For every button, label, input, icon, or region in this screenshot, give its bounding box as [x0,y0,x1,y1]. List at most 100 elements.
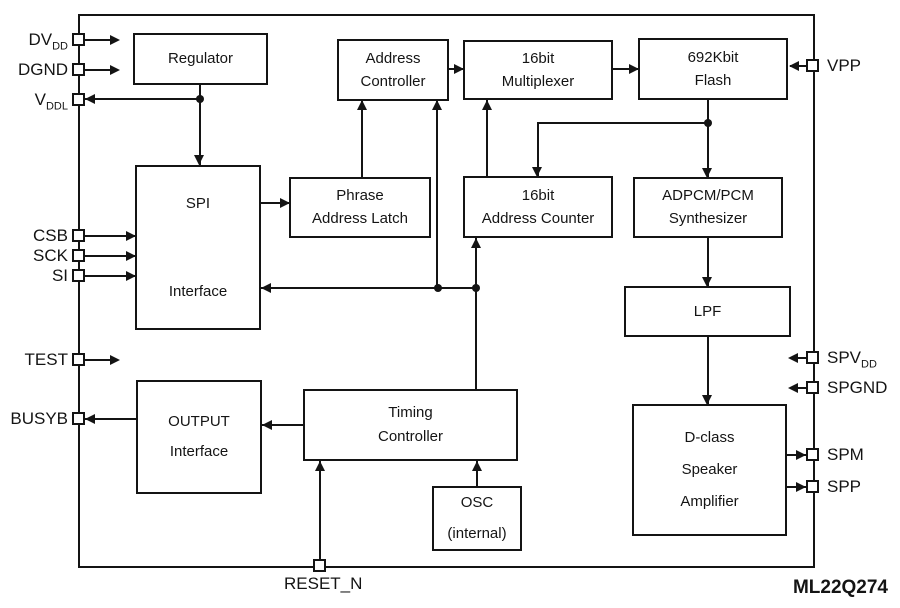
wire-test-stub [85,359,112,361]
wire-sck-to-spi [85,255,135,257]
block-output-interface: OUTPUT Interface [136,380,262,494]
junction-dot-bus-right [472,284,480,292]
block-label-line: Interface [168,282,228,300]
arrowhead-into-address-counter-top [532,167,542,177]
pin-si [72,269,85,282]
block-label-line: OUTPUT [168,413,230,430]
pin-label-spgnd: SPGND [827,378,888,397]
pin-label-test: TEST [24,350,68,369]
wire-bus-to-address-counter [475,238,477,288]
arrowhead-latch-into-address-controller [357,100,367,110]
wire-csb-to-spi [85,235,135,237]
junction-dot-flash [704,119,712,127]
block-label-line: Regulator [167,50,234,67]
arrowhead-into-synthesizer-top [702,168,712,178]
block-label-line: Phrase [336,187,384,204]
arrowhead-csb-into-spi [126,231,136,241]
junction-dot-bus-left [434,284,442,292]
arrowhead-into-flash-left [629,64,639,74]
wire-spi-to-phrase-latch [261,202,289,204]
arrowhead-into-multiplexer-bottom [482,100,492,110]
chip-outline [78,14,815,568]
wire-multiplexer-to-flash [613,68,638,70]
wire-flash-branch-horizontal [538,122,708,124]
block-label-line: 692Kbit [687,48,739,66]
pin-busyb [72,412,85,425]
arrowhead-into-spp-pin [796,482,806,492]
block-label-line: Controller [360,72,426,90]
block-dclass-speaker-amplifier: D-class Speaker Amplifier [632,404,787,536]
block-label-line: Timing [388,404,433,421]
wire-dgnd-stub [85,69,112,71]
wire-lpf-to-dclass [707,337,709,404]
pin-spgnd [806,381,819,394]
arrowhead-into-phrase-latch [280,198,290,208]
block-16bit-address-counter: 16bit Address Counter [463,176,613,238]
block-regulator: Regulator [133,33,268,85]
pin-spp [806,480,819,493]
wire-flash-to-synthesizer [707,100,709,177]
arrowhead-into-multiplexer-left [454,64,464,74]
arrowhead-spgnd-in [788,383,798,393]
block-adpcm-pcm-synthesizer: ADPCM/PCM Synthesizer [633,177,783,238]
arrowhead-osc-into-timing [472,461,482,471]
wire-counter-to-multiplexer [486,100,488,176]
pin-sck [72,249,85,262]
arrowhead-bus-into-spi [261,283,271,293]
arrowhead-si-into-spi [126,271,136,281]
block-692kbit-flash: 692Kbit Flash [638,38,788,100]
pin-label-spm: SPM [827,445,864,464]
pin-dgnd [72,63,85,76]
wire-osc-to-timing [476,461,478,486]
block-label-line: Address [365,49,421,67]
block-label-line: SPI [185,194,211,212]
block-label-line: 16bit [521,186,555,204]
block-label-line: Flash [694,71,732,89]
pin-spm [806,448,819,461]
pin-label-reset-n: RESET_N [284,574,363,593]
pin-label-si: SI [51,266,68,285]
part-number: ML22Q274 [792,577,888,598]
pin-label-vpp: VPP [827,56,862,75]
wire-phrase-latch-to-address-controller [361,100,363,177]
wire-timing-to-output [262,424,303,426]
block-label-line: 16bit [521,49,555,67]
arrowhead-into-address-counter-bottom [471,238,481,248]
arrowhead-into-dclass-top [702,395,712,405]
wire-flash-branch-to-counter [537,122,539,176]
block-label-line: ADPCM/PCM [662,187,754,204]
block-label-line: Amplifier [680,493,739,510]
wire-spgnd-stub [790,387,806,389]
pin-label-busyb: BUSYB [10,409,68,428]
wire-output-to-busyb [85,418,136,420]
arrowhead-into-address-controller-bottom [432,100,442,110]
block-label-line: LPF [693,302,722,320]
block-lpf: LPF [624,286,791,337]
pin-label-dvdd: DVDD [28,30,68,53]
wire-dvdd-stub [85,39,112,41]
wire-synthesizer-to-lpf [707,238,709,286]
arrowhead-resetn-into-timing [315,461,325,471]
block-label-line: Interface [169,443,229,460]
pin-label-sck: SCK [33,246,68,265]
pin-label-vddl: VDDL [34,90,68,113]
pin-label-dgnd: DGND [17,60,68,79]
arrowhead-test-in [110,355,120,365]
block-16bit-multiplexer: 16bit Multiplexer [463,40,613,100]
wire-bus-to-timing-controller [475,288,477,389]
pin-spvdd [806,351,819,364]
wire-resetn-to-timing [319,461,321,559]
arrowhead-into-spi-top [194,155,204,165]
wire-si-to-spi [85,275,135,277]
block-label-line: Controller [377,428,444,445]
pin-csb [72,229,85,242]
arrowhead-into-spm-pin [796,450,806,460]
pin-vpp [806,59,819,72]
block-label-line: Synthesizer [668,210,748,227]
pin-label-spp: SPP [827,477,862,496]
pin-vddl [72,93,85,106]
block-osc-internal: OSC (internal) [432,486,522,551]
arrowhead-dvdd-in [110,35,120,45]
wire-data-bus [261,287,477,289]
pin-test [72,353,85,366]
